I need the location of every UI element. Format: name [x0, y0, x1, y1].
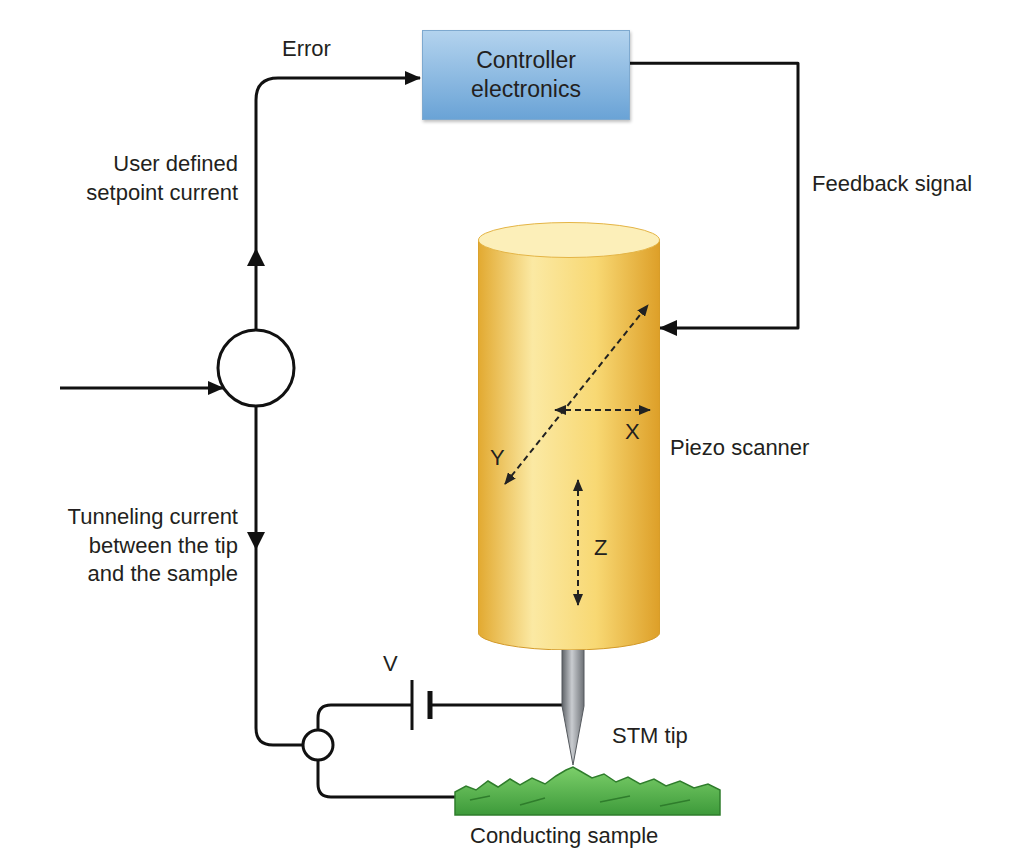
axis-arrow — [577, 480, 579, 605]
signal-label: Tunneling current between the tip and th… — [50, 503, 238, 589]
comparator-circle — [218, 330, 294, 406]
axis-label: X — [625, 418, 640, 446]
stm-tip — [562, 636, 584, 765]
flow-arrowhead — [247, 248, 265, 266]
part-label: Piezo scanner — [670, 434, 809, 462]
part-label: Conducting sample — [470, 822, 658, 851]
piezo-scanner: Piezo scannerXYZ — [478, 222, 660, 650]
axis-label: Y — [490, 444, 505, 472]
controller-box: Controller electronics — [422, 30, 630, 120]
current-meter — [303, 730, 333, 760]
tip-wire — [430, 704, 562, 707]
sample-texture — [470, 796, 690, 806]
cylinder-top — [479, 223, 660, 258]
input-arrow — [60, 387, 223, 390]
axis-arrow — [505, 305, 648, 484]
edge-label: Feedback signal — [810, 170, 974, 199]
box-title: Controller electronics — [433, 46, 619, 104]
signal-label: Error — [282, 35, 331, 64]
battery-plate — [411, 680, 414, 730]
conducting-sample — [455, 767, 720, 815]
axis-arrow — [555, 409, 650, 411]
current-wire — [256, 406, 303, 745]
cylinder-body — [478, 240, 660, 650]
sample-wire — [318, 760, 456, 797]
flow-arrowhead — [247, 532, 265, 550]
bias-wire — [318, 705, 412, 730]
signal-label: User defined setpoint current — [68, 150, 238, 207]
part-label: STM tip — [612, 722, 688, 751]
component-label: V — [383, 650, 398, 679]
error-wire — [256, 78, 420, 330]
axis-label: Z — [594, 534, 607, 562]
